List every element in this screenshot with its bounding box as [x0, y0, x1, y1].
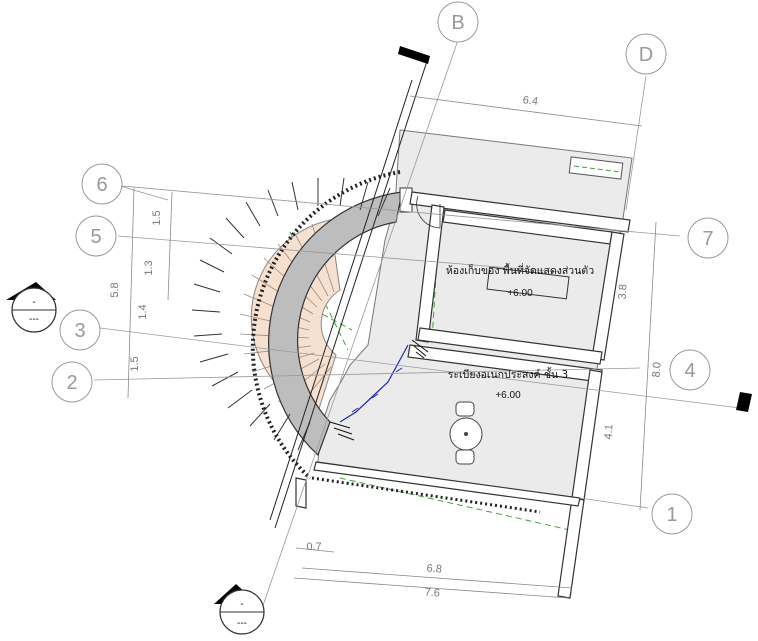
walls	[295, 191, 631, 599]
dim-right-3-8: 3.8	[616, 284, 629, 300]
room-storage-name: ห้องเก็บของ พื้นที่จัดแสดงส่วนตัว	[446, 263, 594, 277]
curved-block-wall	[191, 177, 413, 457]
dim-left-1-5b: 1.5	[129, 356, 141, 371]
section-bottom-number: -	[240, 599, 243, 610]
structural-line-b	[269, 57, 429, 529]
room-terrace-name: ระเบียงอเนกประสงค์ ชั้น 3	[448, 367, 568, 381]
section-bottom-sheet: ---	[237, 618, 247, 629]
dim-right-4-1: 4.1	[602, 424, 615, 440]
dim-bottom-7-6: 7.6	[424, 586, 440, 599]
glazing-line	[339, 344, 409, 423]
grid-label-1: 1	[666, 504, 677, 526]
section-marks	[398, 46, 752, 412]
grid-label-2: 2	[66, 372, 77, 394]
dimension-labels: 6.4 1.5 1.3 5.8 1.4 1.5 3.8 8.0 4.1 0.7 …	[109, 94, 664, 600]
door-storage	[416, 195, 441, 229]
grid-bubble-labels: B D 6 5 3 2 7 4 1	[66, 12, 713, 526]
table-set	[449, 401, 483, 465]
room-storage-level: +6.00	[507, 288, 533, 299]
dim-left-5-8: 5.8	[109, 282, 121, 297]
section-marker-left: - ---	[6, 282, 57, 333]
section-marker-bottom: - ---	[214, 584, 265, 635]
grid-label-b: B	[451, 12, 464, 34]
grid-label-3: 3	[74, 320, 85, 342]
grid-bubbles	[51, 1, 729, 535]
room-labels: ห้องเก็บของ พื้นที่จัดแสดงส่วนตัว +6.00 …	[446, 263, 594, 401]
grid-label-7: 7	[702, 228, 713, 250]
grid-label-6: 6	[96, 174, 107, 196]
dim-right-8-0: 8.0	[650, 362, 663, 378]
section-left-sheet: ---	[29, 314, 39, 325]
dim-left-1-3: 1.3	[143, 260, 155, 275]
grid-label-5: 5	[90, 226, 101, 248]
planter-box	[568, 156, 624, 180]
dim-left-1-5a: 1.5	[151, 210, 163, 225]
dim-bottom-6-8: 6.8	[426, 562, 442, 575]
dimension-lines	[127, 95, 657, 599]
dim-left-1-4: 1.4	[137, 304, 149, 319]
section-left-number: -	[32, 297, 35, 308]
dotted-railing-arc	[250, 170, 541, 514]
grid-label-d: D	[639, 44, 653, 66]
dim-bottom-0-7: 0.7	[306, 541, 321, 553]
dim-top-6-4: 6.4	[522, 94, 539, 108]
grid-label-4: 4	[684, 360, 695, 382]
grid-lines	[93, 39, 741, 621]
storage-level-box	[486, 266, 570, 300]
stair-landing-hatch	[329, 339, 429, 441]
room-terrace-level: +6.00	[495, 390, 521, 401]
